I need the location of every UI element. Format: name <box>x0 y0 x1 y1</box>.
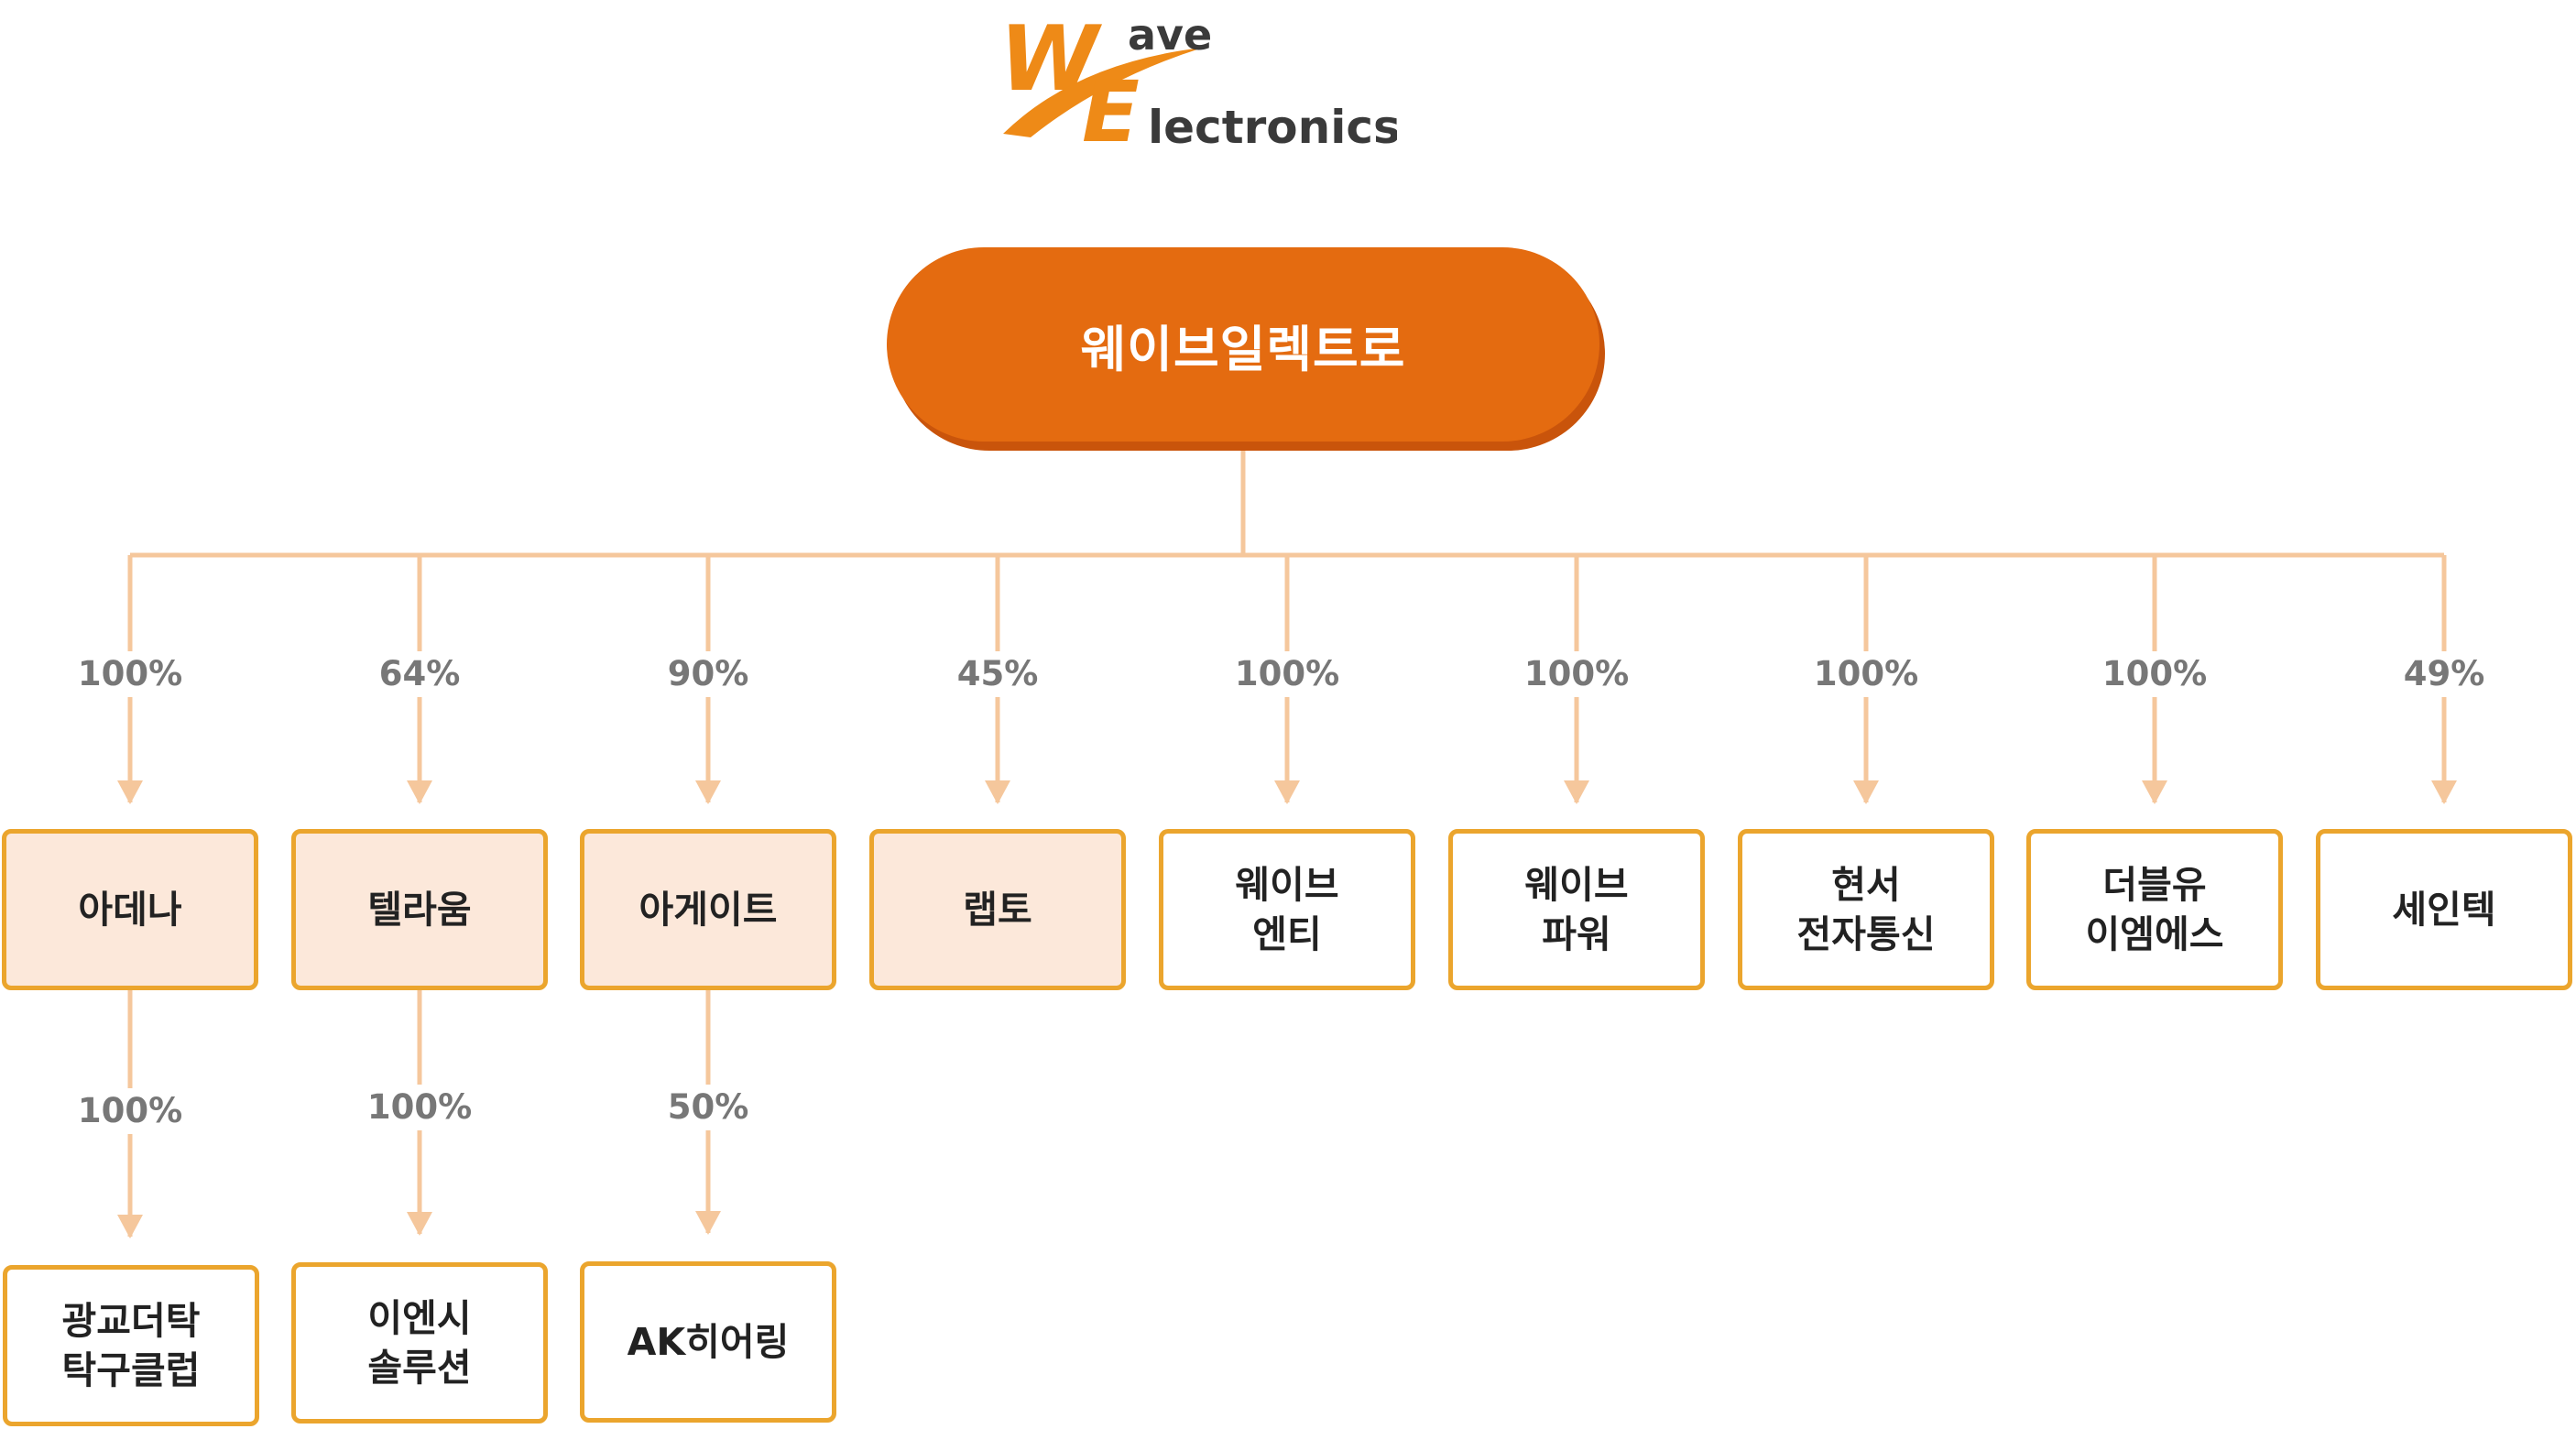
sub-subsidiary-box: 이엔시 솔루션 <box>291 1262 548 1424</box>
logo-word-bottom: lectronics <box>1148 101 1397 154</box>
stake-label: 90% <box>617 651 800 697</box>
arrow-head <box>407 1212 432 1236</box>
subsidiary-box: 텔라움 <box>291 829 548 990</box>
arrow-head <box>695 780 721 804</box>
arrow-head <box>695 1211 721 1235</box>
stake-label: 100% <box>2063 651 2246 697</box>
subsidiary-label: 웨이브 엔티 <box>1235 863 1339 956</box>
arrow-head <box>1274 780 1300 804</box>
sub-subsidiary-label: AK히어링 <box>627 1320 790 1364</box>
subsidiary-label: 세인텍 <box>2392 888 2496 932</box>
sub-subsidiary-label: 광교더탁 탁구클럽 <box>61 1299 201 1392</box>
company-logo: W E ave lectronics <box>999 7 1397 154</box>
logo-word-top: ave <box>1128 10 1212 60</box>
stake-label: 100% <box>1485 651 1668 697</box>
stake-label: 100% <box>328 1085 511 1130</box>
stake-label: 50% <box>617 1085 800 1130</box>
subsidiary-label: 텔라움 <box>367 888 472 932</box>
arrow-head <box>1564 780 1589 804</box>
logo-mark-e: E <box>1082 63 1140 154</box>
arrow-head <box>1853 780 1879 804</box>
subsidiary-box: 현서 전자통신 <box>1738 829 1994 990</box>
subsidiary-box: 웨이브 엔티 <box>1159 829 1415 990</box>
sub-subsidiary-label: 이엔시 솔루션 <box>367 1296 472 1390</box>
stake-label: 100% <box>38 651 222 697</box>
subsidiary-box: 아게이트 <box>580 829 836 990</box>
subsidiary-box: 더블유 이엠에스 <box>2026 829 2283 990</box>
stake-label: 64% <box>328 651 511 697</box>
subsidiary-box: 아데나 <box>2 829 258 990</box>
subsidiary-box: 세인텍 <box>2316 829 2572 990</box>
logo-swoosh <box>1003 48 1203 137</box>
arrow-head <box>2431 780 2457 804</box>
stake-label: 100% <box>1195 651 1379 697</box>
arrow-head <box>985 780 1010 804</box>
stake-label: 45% <box>906 651 1089 697</box>
stake-label: 100% <box>38 1088 222 1134</box>
sub-subsidiary-box: 광교더탁 탁구클럽 <box>3 1265 259 1426</box>
subsidiary-label: 아데나 <box>78 888 182 932</box>
subsidiary-label: 랩토 <box>963 888 1032 932</box>
stake-label: 100% <box>1774 651 1958 697</box>
sub-subsidiary-box: AK히어링 <box>580 1261 836 1423</box>
subsidiary-label: 아게이트 <box>639 888 778 932</box>
arrow-head <box>117 1215 143 1238</box>
root-company-label: 웨이브일렉트로 <box>1080 320 1406 378</box>
subsidiary-label: 더블유 이엠에스 <box>2085 863 2224 956</box>
stake-label: 49% <box>2352 651 2536 697</box>
arrow-head <box>2142 780 2167 804</box>
root-company-node: 웨이브일렉트로 <box>887 247 1599 442</box>
arrow-head <box>407 780 432 804</box>
subsidiary-box: 웨이브 파워 <box>1448 829 1705 990</box>
arrow-head <box>117 780 143 804</box>
subsidiary-label: 웨이브 파워 <box>1524 863 1629 956</box>
subsidiary-box: 랩토 <box>869 829 1126 990</box>
subsidiary-label: 현서 전자통신 <box>1796 863 1936 956</box>
